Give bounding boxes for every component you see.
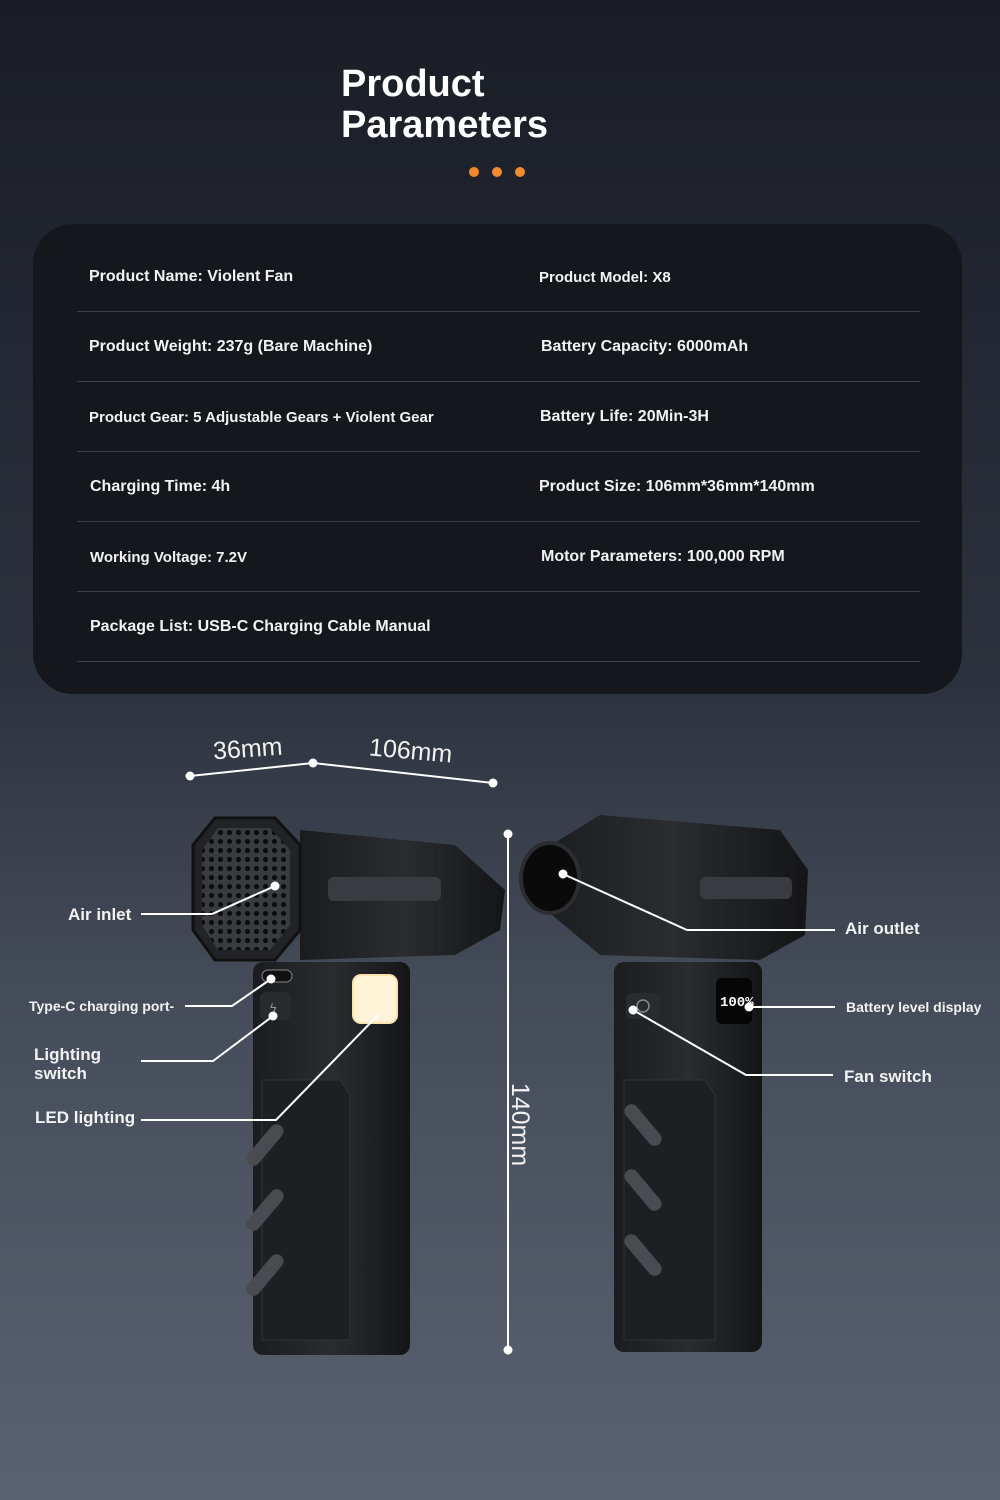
dimension-lines xyxy=(185,758,513,1355)
param-row: Product Weight: 237g (Bare Machine) Batte… xyxy=(77,312,920,382)
label-air-inlet: Air inlet xyxy=(68,905,132,924)
param-row: Working Voltage: 7.2V Motor Parameters: 1… xyxy=(77,522,920,592)
label-type-c-port: Type-C charging port- xyxy=(29,998,175,1014)
param-left: Working Voltage: 7.2V xyxy=(90,548,247,566)
fan-device-right: 100% xyxy=(519,815,808,1352)
param-right: Battery Life: 20Min-3H xyxy=(540,408,709,425)
svg-text:ϟ: ϟ xyxy=(270,1001,277,1015)
label-line: switch xyxy=(34,1064,87,1083)
param-row: Product Gear: 5 Adjustable Gears + Viole… xyxy=(77,382,920,452)
param-right: Product Model: X8 xyxy=(539,268,671,286)
param-row: Product Name: Violent Fan Product Model: … xyxy=(77,242,920,312)
param-right: Motor Parameters: 100,000 RPM xyxy=(541,548,785,565)
param-row: Charging Time: 4h Product Size: 106mm*36m… xyxy=(77,452,920,522)
param-left: Charging Time: 4h xyxy=(90,478,231,495)
width-dimension: 106mm xyxy=(367,733,454,769)
param-right: Product Size: 106mm*36mm*140mm xyxy=(539,478,815,495)
lightning-icon xyxy=(260,992,291,1020)
label-line: Lighting xyxy=(34,1045,102,1064)
param-left: Product Gear: 5 Adjustable Gears + Viole… xyxy=(89,408,434,426)
parameters-card: Product Name: Violent Fan Product Model: … xyxy=(33,224,962,694)
label-battery-display: Battery level display xyxy=(846,999,982,1015)
param-left: Product Name: Violent Fan xyxy=(89,268,294,285)
param-row: Package List: USB-C Charging Cable Manua… xyxy=(77,592,920,662)
title-line-2: Parameters xyxy=(341,104,549,146)
label-led-lighting: LED lighting xyxy=(35,1108,136,1127)
fan-device-left: ϟ xyxy=(191,816,505,1355)
param-left: Package List: USB-C Charging Cable Manua… xyxy=(90,618,431,635)
label-fan-switch: Fan switch xyxy=(844,1067,932,1086)
height-dimension: 140mm xyxy=(506,1082,535,1167)
label-air-outlet: Air outlet xyxy=(845,919,920,938)
accent-dots xyxy=(469,167,525,177)
param-right: Battery Capacity: 6000mAh xyxy=(541,338,749,355)
title-line-1: Product xyxy=(341,63,485,105)
depth-dimension: 36mm xyxy=(212,732,284,766)
param-left: Product Weight: 237g (Bare Machine) xyxy=(89,338,373,355)
led-light xyxy=(352,974,398,1024)
callout-lines xyxy=(141,869,835,1121)
